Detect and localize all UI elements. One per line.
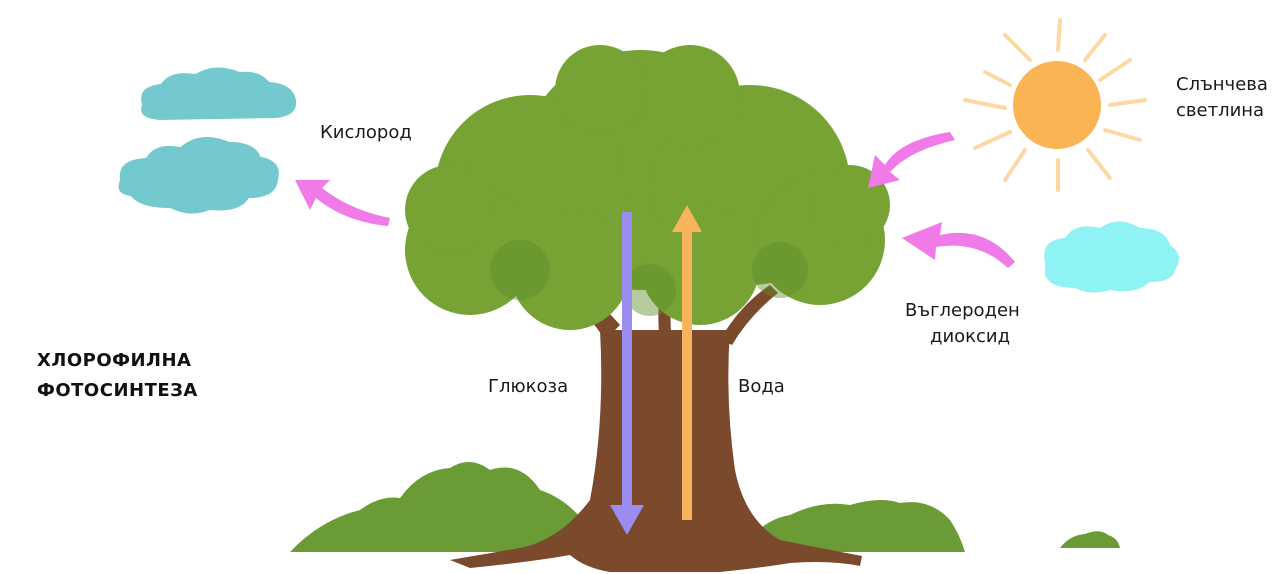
cloud-icon-right (1044, 222, 1179, 293)
co2-label-line2: диоксид (930, 324, 1010, 350)
oxygen-arrow-icon (295, 180, 390, 226)
sun-icon (965, 20, 1145, 190)
bush-icon-small (1060, 531, 1120, 548)
title-line-2: ФОТОСИНТЕЗА (37, 380, 198, 401)
sunlight-label-line2: светлина (1176, 98, 1264, 124)
sunlight-arrow-icon (868, 132, 955, 188)
co2-label-line1: Въглероден (905, 298, 1020, 324)
co2-arrow-icon (902, 222, 1015, 268)
cloud-icon-left-bottom (117, 135, 281, 216)
cloud-icon-left-top (139, 65, 298, 122)
glucose-label: Глюкоза (488, 374, 568, 400)
sunlight-label-line1: Слънчева (1176, 72, 1268, 98)
oxygen-label: Кислород (320, 120, 412, 146)
title-line-1: ХЛОРОФИЛНА (37, 350, 191, 371)
water-label: Вода (738, 374, 785, 400)
